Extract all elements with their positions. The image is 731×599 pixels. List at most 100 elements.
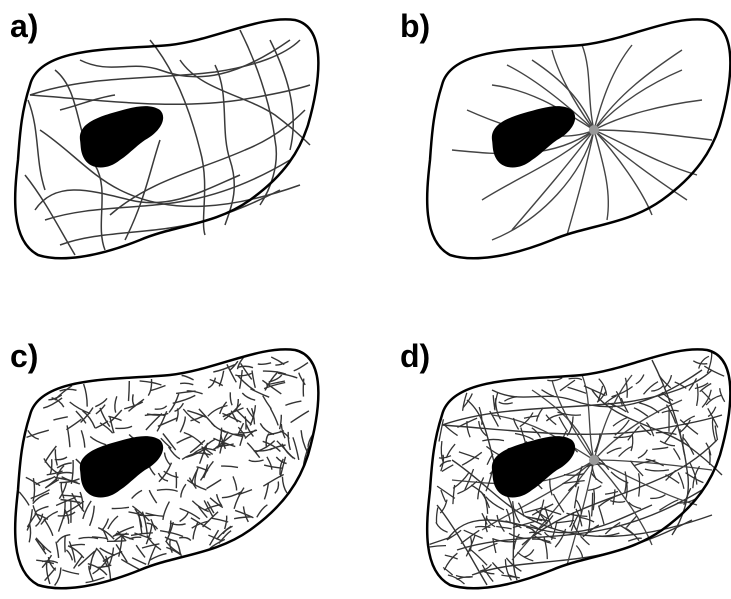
short-fiber	[35, 506, 49, 512]
short-fiber	[249, 460, 264, 461]
short-fiber	[100, 423, 113, 433]
short-fiber	[524, 549, 534, 557]
short-fiber	[291, 411, 309, 423]
short-fiber	[464, 530, 483, 538]
short-fiber	[187, 480, 206, 490]
short-fiber	[59, 514, 65, 532]
fiber	[25, 175, 75, 255]
short-fiber	[581, 536, 590, 545]
short-fiber	[439, 456, 451, 458]
short-fiber	[599, 506, 605, 525]
fiber	[125, 140, 160, 240]
short-fiber	[140, 381, 162, 385]
centrosome	[589, 455, 599, 465]
short-fiber	[81, 430, 85, 447]
short-fiber	[634, 408, 648, 417]
short-fiber	[550, 479, 552, 496]
short-fiber	[496, 527, 511, 529]
short-fiber	[294, 363, 308, 371]
short-fiber	[567, 513, 588, 516]
short-fiber	[180, 512, 189, 521]
short-fiber	[176, 472, 177, 488]
short-fiber	[44, 519, 53, 536]
short-fiber	[207, 480, 222, 489]
short-fiber	[90, 506, 95, 526]
short-fiber	[242, 393, 255, 400]
short-fiber	[41, 511, 58, 524]
short-fiber	[288, 432, 290, 450]
short-fiber	[163, 502, 170, 520]
short-fiber	[148, 544, 156, 565]
short-fiber	[263, 396, 272, 409]
short-fiber	[487, 454, 493, 465]
short-fiber	[537, 408, 544, 422]
fiber	[30, 40, 300, 95]
short-fiber	[475, 526, 490, 527]
short-fiber	[234, 517, 252, 519]
short-fiber	[628, 538, 642, 541]
short-fiber	[267, 457, 272, 470]
short-fiber	[674, 448, 681, 459]
short-fiber	[275, 482, 279, 494]
short-fiber	[70, 544, 85, 546]
short-fiber	[459, 452, 479, 459]
short-fiber	[650, 495, 665, 499]
short-fiber	[56, 542, 59, 558]
nucleus-d	[492, 436, 575, 497]
fiber	[567, 130, 594, 235]
fiber	[240, 30, 276, 205]
fiber	[35, 175, 240, 210]
panel-b-fibers	[452, 45, 712, 240]
fiber	[594, 130, 652, 215]
short-fiber	[303, 379, 304, 397]
short-fiber	[559, 417, 568, 432]
short-fiber	[129, 537, 141, 539]
short-fiber	[645, 469, 669, 471]
short-fiber	[252, 371, 255, 388]
short-fiber	[436, 522, 448, 532]
short-fiber	[230, 392, 232, 405]
short-fiber	[448, 575, 465, 584]
nucleus-b	[492, 106, 575, 167]
short-fiber	[198, 506, 207, 518]
short-fiber	[57, 535, 70, 543]
short-fiber	[651, 386, 663, 391]
short-fiber	[486, 446, 500, 455]
short-fiber	[593, 489, 594, 511]
short-fiber	[177, 436, 193, 443]
short-fiber	[179, 538, 191, 541]
short-fiber	[270, 408, 278, 425]
short-fiber	[155, 406, 167, 409]
short-fiber	[471, 550, 488, 566]
short-fiber	[693, 361, 707, 364]
short-fiber	[45, 446, 57, 463]
short-fiber	[614, 436, 632, 438]
short-fiber	[208, 378, 215, 388]
short-fiber	[83, 501, 91, 519]
short-fiber	[233, 476, 237, 490]
short-fiber	[258, 363, 271, 365]
short-fiber	[257, 505, 268, 518]
short-fiber	[149, 490, 156, 503]
panel-d	[427, 349, 730, 588]
short-fiber	[282, 477, 287, 493]
short-fiber	[66, 419, 81, 430]
short-fiber	[437, 486, 455, 498]
panel-c-fibers	[19, 357, 313, 586]
short-fiber	[524, 508, 542, 513]
short-fiber	[90, 437, 106, 445]
fiber	[28, 100, 45, 190]
short-fiber	[115, 396, 117, 412]
fiber	[60, 190, 280, 245]
short-fiber	[84, 384, 88, 407]
short-fiber	[499, 402, 513, 404]
short-fiber	[607, 448, 622, 454]
short-fiber	[675, 382, 687, 388]
fiber	[594, 70, 682, 130]
short-fiber	[181, 484, 186, 497]
short-fiber	[660, 441, 675, 446]
short-fiber	[212, 518, 229, 522]
centrosome	[589, 125, 599, 135]
short-fiber	[165, 453, 170, 465]
